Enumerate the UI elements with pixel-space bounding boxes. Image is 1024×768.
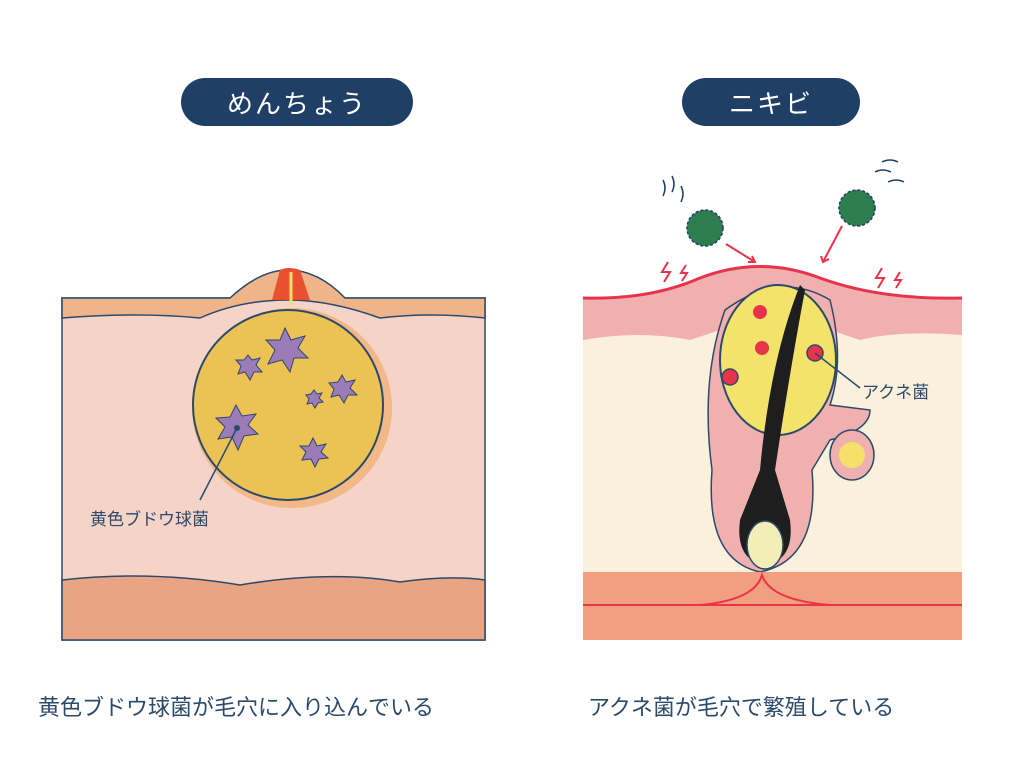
caption-boil: 黄色ブドウ球菌が毛穴に入り込んでいる [38,696,435,721]
staph-bacteria [214,326,359,469]
hair [739,285,805,565]
title-acne: ニキビ [682,78,860,126]
acne-bacteria-label: アクネ菌 [862,383,930,403]
hair-bulb [746,520,784,570]
acne-illustration [582,159,963,640]
caption-acne: アクネ菌が毛穴で繁殖している [588,696,895,721]
title-boil: めんちょう [181,78,413,126]
boil-illustration [61,268,486,641]
pus-sac [192,309,384,501]
germ-icon [686,189,876,247]
staph-label: 黄色ブドウ球菌 [90,510,209,530]
